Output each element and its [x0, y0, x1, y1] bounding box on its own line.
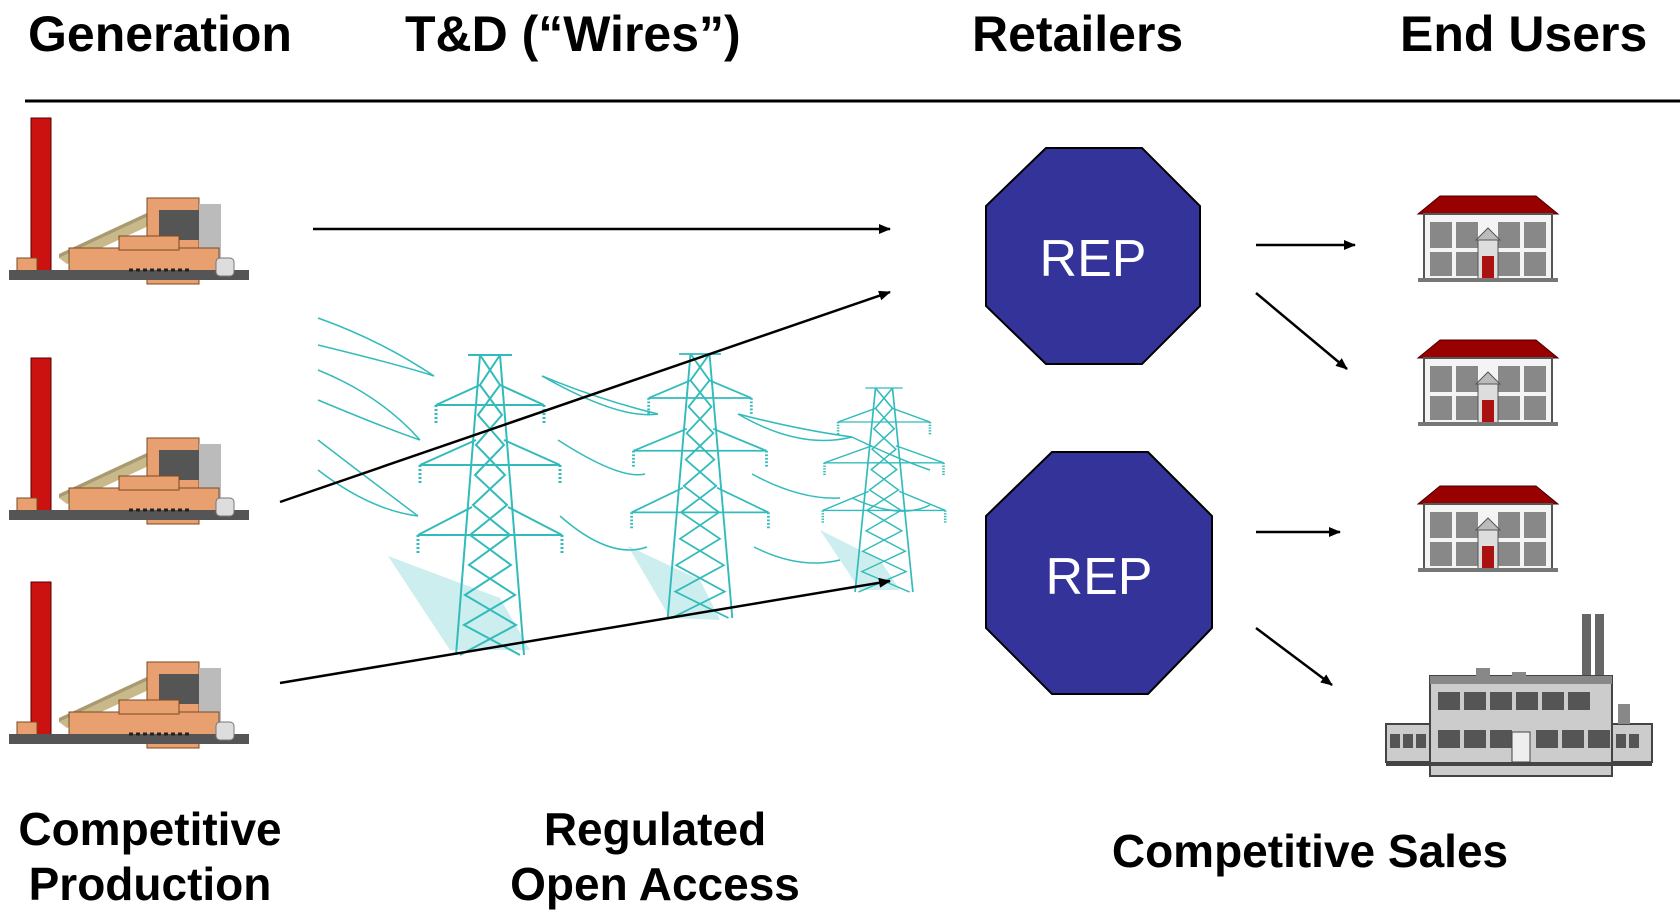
footer-production-line2: Production — [28, 858, 272, 911]
header-generation: Generation — [28, 6, 292, 62]
rep-octagon — [985, 451, 1213, 695]
tower-shadow — [820, 530, 900, 590]
flow-arrow — [1255, 292, 1348, 370]
house-icon — [1417, 485, 1559, 573]
house-icon — [1417, 339, 1559, 427]
footer-access-line2: Open Access — [510, 858, 800, 911]
tower-shadow — [388, 556, 530, 650]
footer-production-line1: Competitive — [18, 803, 282, 855]
flow-arrows — [279, 224, 1356, 686]
flow-arrow — [1255, 627, 1333, 686]
tower-shadow — [628, 546, 720, 620]
power-plant-icon — [7, 116, 251, 286]
house-icon — [1417, 195, 1559, 283]
header-retailers: Retailers — [972, 6, 1184, 62]
transmission-wires — [317, 317, 931, 564]
power-plant-icon — [7, 580, 251, 750]
header-end-users: End Users — [1400, 6, 1648, 62]
footer-regulated-open-access: Regulated Open Access — [470, 802, 840, 912]
header-td-wires: T&D (“Wires”) — [405, 6, 741, 62]
factory-icon — [1385, 614, 1653, 777]
footer-access-line1: Regulated — [543, 803, 767, 855]
flow-arrow — [279, 577, 891, 685]
footer-competitive-sales: Competitive Sales — [1111, 825, 1509, 877]
flow-arrow — [279, 290, 891, 504]
rep-label: REP — [1046, 548, 1153, 606]
footer-competitive-production: Competitive Production — [0, 802, 300, 912]
rep-label: REP — [1040, 230, 1147, 288]
power-plant-icon — [7, 356, 251, 526]
rep-octagon — [985, 147, 1201, 365]
